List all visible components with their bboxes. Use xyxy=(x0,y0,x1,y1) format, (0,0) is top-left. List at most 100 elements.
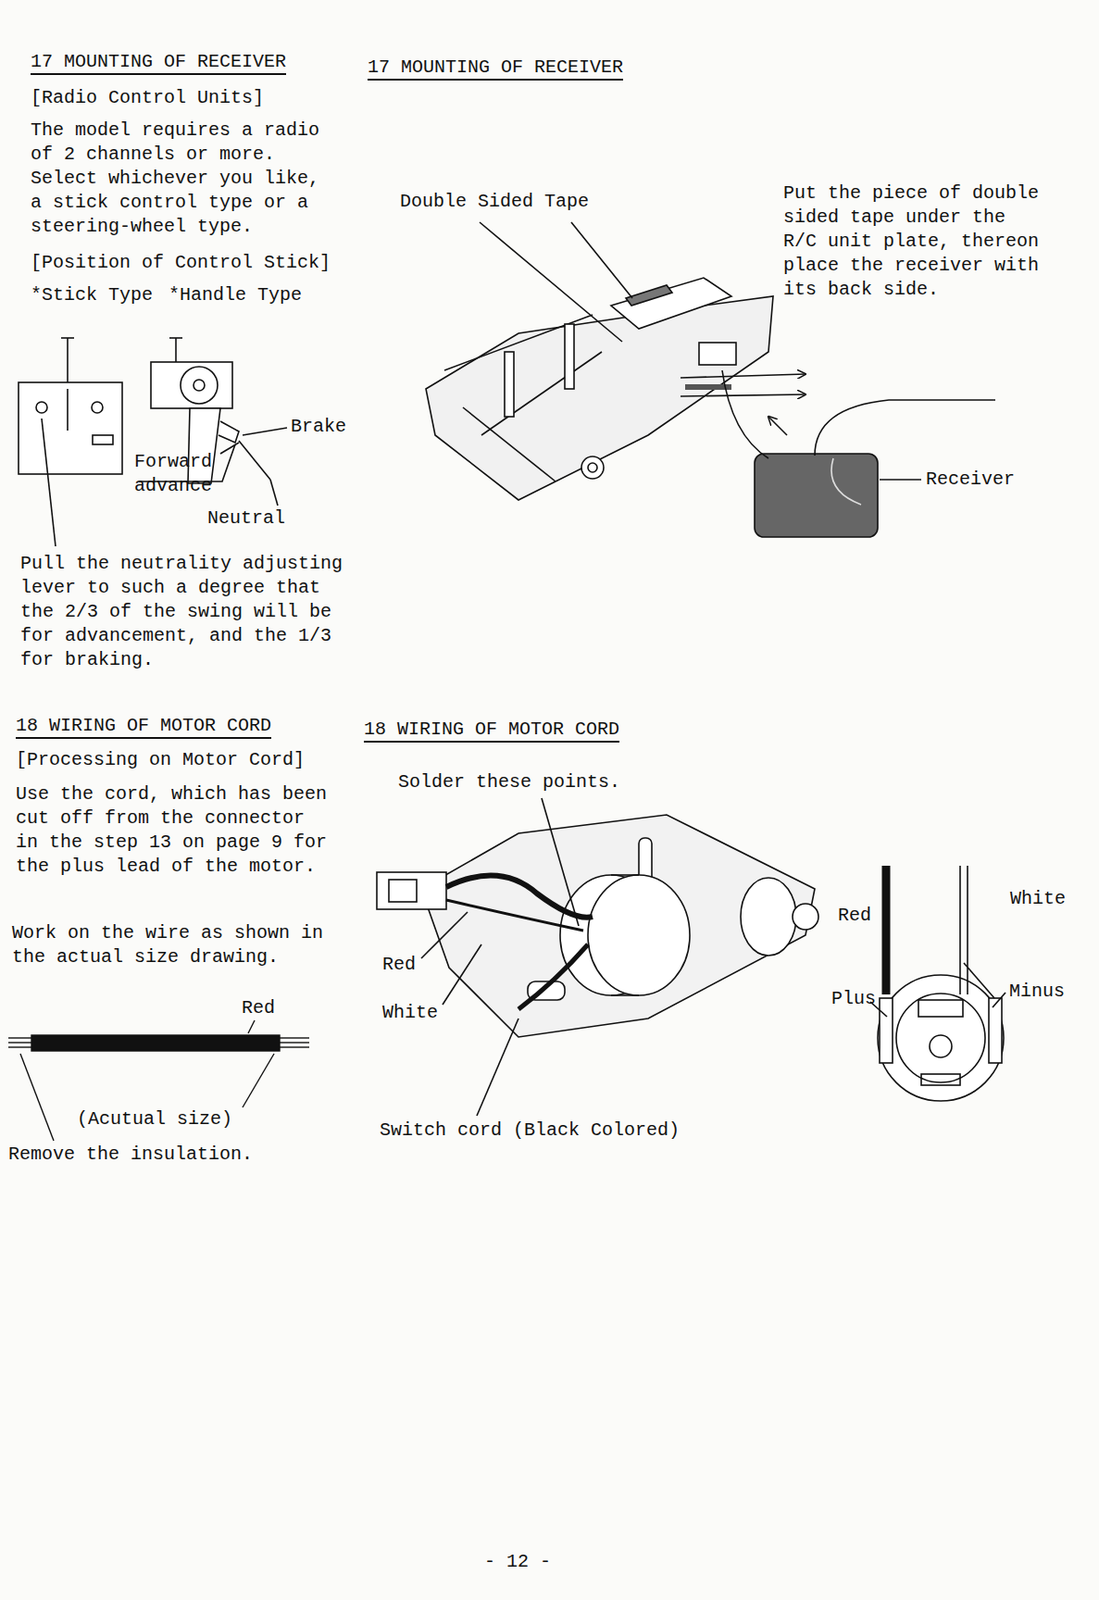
wire-actual-size-part xyxy=(8,1041,32,1043)
motor-end-drawing-part xyxy=(921,1074,961,1086)
chassis-receiver-drawing-part xyxy=(699,342,737,365)
wire-actual-size-part xyxy=(279,1036,310,1038)
stick-transmitter-part xyxy=(66,337,69,383)
text-label: Forward advance xyxy=(134,449,218,499)
section-heading: 18 WIRING OF MOTOR CORD xyxy=(363,718,620,743)
chassis-receiver-drawing-part xyxy=(462,407,556,482)
text-label: Put the piece of double sided tape under… xyxy=(783,181,1045,302)
section-heading: 17 MOUNTING OF RECEIVER xyxy=(367,56,624,81)
motor-end-drawing-part xyxy=(929,1035,952,1058)
motor-chassis-drawing-part xyxy=(421,911,468,959)
motor-chassis-drawing-part xyxy=(611,874,639,876)
handle-transmitter-part xyxy=(220,442,239,454)
section-heading: 18 WIRING OF MOTOR CORD xyxy=(15,714,272,739)
chassis-receiver-drawing-part xyxy=(625,285,673,306)
stick-transmitter-part xyxy=(41,418,56,547)
handle-transmitter-part xyxy=(218,421,239,443)
text-label: Solder these points. xyxy=(398,770,621,795)
text-label: Red xyxy=(241,996,275,1021)
chassis-receiver-drawing-part xyxy=(564,324,575,389)
chassis-receiver-drawing-part xyxy=(680,374,806,378)
wire-actual-size-part xyxy=(279,1041,310,1043)
stick-transmitter-part xyxy=(92,435,113,445)
text-label: *Stick Type xyxy=(30,283,153,308)
text-label: Receiver xyxy=(925,467,1015,492)
text-label: The model requires a radio of 2 channels… xyxy=(30,118,337,239)
stick-transmitter xyxy=(18,337,123,547)
motor-chassis-drawing-part xyxy=(476,1018,519,1116)
stick-transmitter-part xyxy=(91,401,103,413)
text-label: Neutral xyxy=(207,506,286,531)
motor-end-drawing-part xyxy=(918,999,963,1017)
chassis-receiver-drawing-part xyxy=(722,370,769,459)
text-label: Pull the neutrality adjusting lever to s… xyxy=(20,551,350,673)
motor-chassis-drawing-part xyxy=(792,903,819,930)
chassis-receiver-drawing-part xyxy=(831,458,862,505)
motor-chassis-drawing-part xyxy=(421,814,815,1037)
motor-end-drawing-part xyxy=(882,865,891,995)
motor-chassis-drawing-part xyxy=(518,944,588,1010)
handle-transmitter-part xyxy=(242,427,288,436)
stick-transmitter-part xyxy=(18,382,123,475)
text-label: Use the cord, which has been cut off fro… xyxy=(15,782,331,879)
wire-actual-size-part xyxy=(20,1053,54,1141)
motor-end-drawing-part xyxy=(896,993,986,1083)
text-label: [Radio Control Units] xyxy=(30,86,264,111)
stick-transmitter-part xyxy=(36,401,48,413)
wire-actual-size-part xyxy=(8,1036,32,1038)
chassis-receiver-drawing-part xyxy=(479,222,623,342)
chassis-receiver-drawing-part xyxy=(768,416,787,436)
motor-end-drawing-part xyxy=(879,998,893,1063)
motor-chassis-drawing xyxy=(376,798,819,1116)
chassis-receiver-drawing-part xyxy=(587,462,598,473)
chassis-receiver-drawing-part xyxy=(611,277,732,329)
motor-end-drawing-part xyxy=(966,865,969,995)
chassis-receiver-drawing-part xyxy=(814,399,996,456)
motor-chassis-drawing-part xyxy=(541,798,579,926)
chassis-receiver-drawing-part xyxy=(581,456,604,479)
text-label: Switch cord (Black Colored) xyxy=(379,1118,680,1143)
motor-end-drawing-part xyxy=(877,974,1004,1101)
text-label: (Acutual size) xyxy=(76,1107,233,1132)
wire-actual-size xyxy=(8,1020,310,1141)
motor-end-drawing-part xyxy=(963,962,995,999)
motor-chassis-drawing-part xyxy=(611,994,639,997)
chassis-receiver-drawing-part xyxy=(481,351,602,436)
chassis-receiver-drawing-part xyxy=(504,351,514,417)
wire-actual-size-part xyxy=(279,1046,310,1048)
motor-chassis-drawing-part xyxy=(388,879,417,902)
wire-actual-size-part xyxy=(8,1046,32,1048)
text-label: - 12 - xyxy=(484,1549,551,1574)
chassis-receiver-drawing-part xyxy=(754,453,878,538)
text-label: White xyxy=(1010,886,1066,912)
text-label: [Position of Control Stick] xyxy=(30,250,331,275)
motor-end-drawing-part xyxy=(988,998,1002,1063)
text-label: Brake xyxy=(290,414,347,439)
motor-chassis-drawing-part xyxy=(740,877,797,956)
text-label: Remove the insulation. xyxy=(8,1142,253,1167)
wire-actual-size-part xyxy=(242,1053,275,1108)
text-label: Red xyxy=(837,903,872,928)
text-label: White xyxy=(382,1000,438,1025)
chassis-receiver-drawing-part xyxy=(879,478,922,481)
motor-end-drawing-part xyxy=(959,865,962,995)
chassis-receiver-drawing-part xyxy=(680,394,806,397)
motor-chassis-drawing-part xyxy=(442,944,482,1005)
text-label: Minus xyxy=(1009,979,1065,1004)
text-label: Double Sided Tape xyxy=(399,189,589,214)
chassis-receiver-drawing-part xyxy=(425,296,774,500)
chassis-receiver-drawing-part xyxy=(571,222,633,299)
text-label: Work on the wire as shown in the actual … xyxy=(12,921,332,970)
wire-actual-size-part xyxy=(31,1035,280,1051)
text-label: Plus xyxy=(831,986,876,1012)
motor-chassis-drawing-part xyxy=(587,874,690,996)
handle-transmitter-part xyxy=(174,337,177,363)
handle-transmitter-part xyxy=(150,362,233,409)
motor-chassis-drawing-part xyxy=(376,872,447,910)
handle-transmitter-part xyxy=(270,479,278,506)
handle-transmitter-part xyxy=(193,379,205,391)
text-label: [Processing on Motor Cord] xyxy=(15,748,305,773)
text-label: Red xyxy=(382,952,416,977)
wire-actual-size-part xyxy=(248,1020,255,1034)
